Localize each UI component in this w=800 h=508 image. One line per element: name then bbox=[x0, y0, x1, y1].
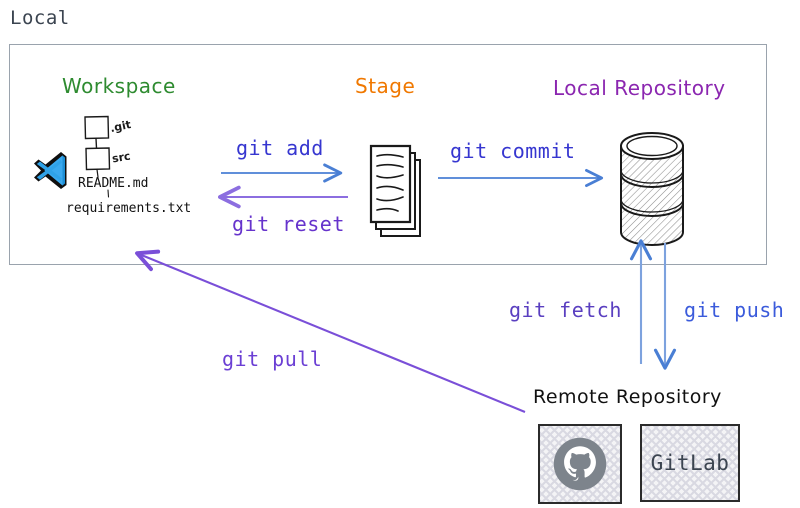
remote-provider-github[interactable] bbox=[538, 424, 622, 504]
command-label-git-commit: git commit bbox=[450, 139, 576, 163]
command-label-git-push: git push bbox=[684, 298, 785, 322]
page-title: Local bbox=[10, 7, 70, 29]
command-label-git-add: git add bbox=[236, 136, 324, 160]
column-heading-workspace: Workspace bbox=[62, 74, 176, 98]
column-heading-local-repository: Local Repository bbox=[553, 76, 726, 100]
command-label-git-fetch: git fetch bbox=[509, 298, 622, 322]
command-label-git-reset: git reset bbox=[232, 212, 345, 236]
github-octocat-icon bbox=[540, 426, 620, 502]
gitlab-label: GitLab bbox=[650, 451, 730, 475]
file-label-readme: README.md bbox=[78, 176, 149, 191]
section-heading-remote-repository: Remote Repository bbox=[533, 386, 722, 408]
command-label-git-pull: git pull bbox=[222, 347, 323, 371]
arrow-git-pull bbox=[135, 249, 526, 413]
file-label-requirements: requirements.txt bbox=[66, 201, 192, 216]
column-heading-stage: Stage bbox=[355, 74, 416, 98]
remote-provider-gitlab[interactable]: GitLab bbox=[640, 424, 740, 502]
